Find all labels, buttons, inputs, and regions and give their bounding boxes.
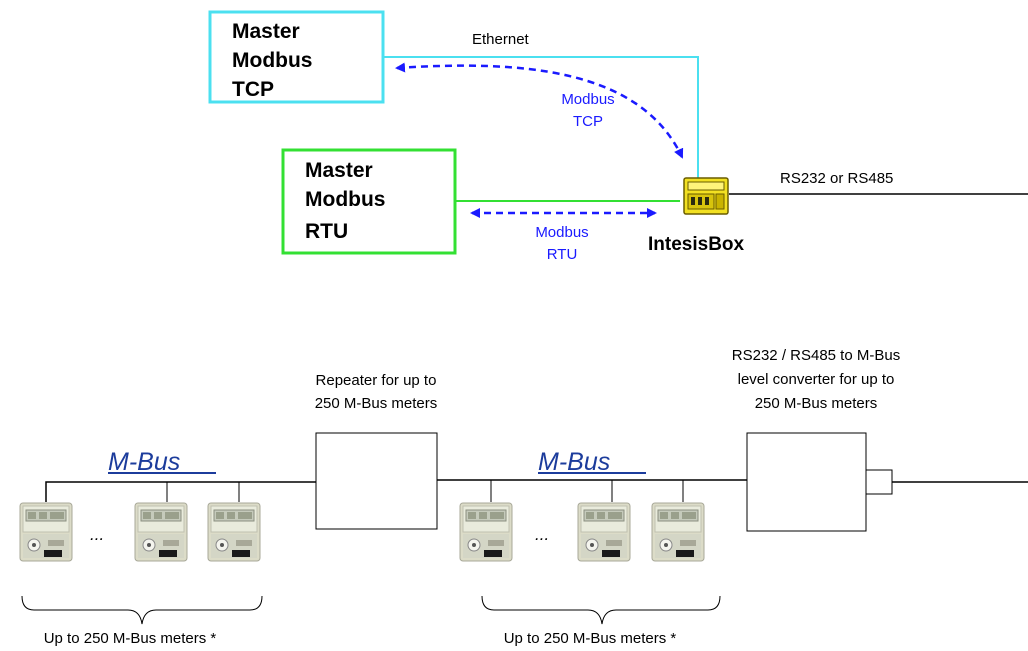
meters-ellipsis-1: ... [90, 525, 104, 544]
svg-text:M-Bus: M-Bus [538, 448, 610, 476]
meter-group-brace-2 [481, 595, 721, 625]
svg-text:M-Bus: M-Bus [108, 448, 180, 476]
energy-meter-icon [19, 502, 73, 562]
mbus-line-1 [45, 481, 316, 502]
level-converter-box [746, 432, 867, 532]
converter-label-1: RS232 / RS485 to M-Bus [732, 347, 900, 364]
ethernet-label: Ethernet [472, 31, 530, 48]
intesisbox-label: IntesisBox [648, 234, 745, 255]
modbus-rtu-label-1: Modbus [535, 224, 588, 241]
modbus-tcp-label-1: Modbus [561, 91, 614, 108]
meter-group-brace-1 [21, 595, 263, 625]
modbus-rtu-label-2: RTU [547, 246, 578, 263]
repeater-box [315, 432, 438, 530]
master-modbus-tcp-box: Master Modbus TCP [208, 10, 385, 104]
modbus-tcp-arrow [395, 62, 684, 159]
master-tcp-line3: TCP [232, 78, 274, 101]
converter-port [865, 469, 893, 495]
master-tcp-border [208, 10, 385, 104]
master-rtu-line2: Modbus [305, 188, 385, 211]
intesisbox-gateway-icon [683, 177, 729, 215]
modbus-tcp-label-2: TCP [573, 113, 603, 130]
master-rtu-border [281, 148, 457, 255]
meters-ellipsis-2: ... [535, 525, 549, 544]
energy-meter-icon [207, 502, 261, 562]
energy-meter-icon [134, 502, 188, 562]
energy-meter-icon [577, 502, 631, 562]
mbus-logo-2: M-Bus [538, 448, 646, 476]
master-tcp-line1: Master [232, 20, 300, 43]
master-modbus-rtu-box: Master Modbus RTU [281, 148, 457, 255]
energy-meter-icon [651, 502, 705, 562]
converter-label-3: 250 M-Bus meters [755, 395, 878, 412]
serial-label: RS232 or RS485 [780, 170, 893, 187]
repeater-label-1: Repeater for up to [316, 372, 437, 389]
meter-group-caption-2: Up to 250 M-Bus meters * [504, 630, 677, 647]
master-tcp-line2: Modbus [232, 49, 312, 72]
mbus-logo-1: M-Bus [108, 448, 216, 476]
energy-meter-icon [459, 502, 513, 562]
meter-group-caption-1: Up to 250 M-Bus meters * [44, 630, 217, 647]
repeater-label-2: 250 M-Bus meters [315, 395, 438, 412]
ethernet-line [384, 56, 699, 190]
master-rtu-line1: Master [305, 159, 373, 182]
converter-label-2: level converter for up to [738, 371, 895, 388]
master-rtu-line3: RTU [305, 220, 348, 243]
